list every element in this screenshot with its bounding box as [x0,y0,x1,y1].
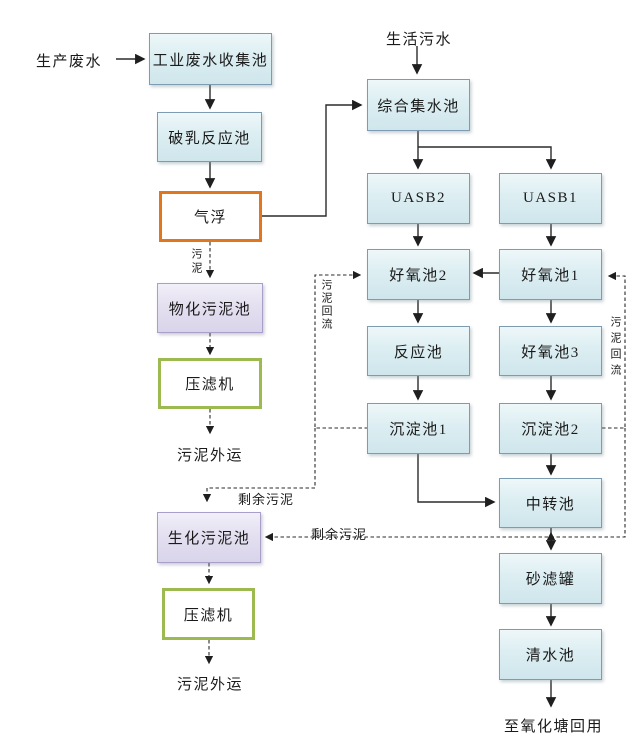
node-filter-press-1: 压滤机 [158,358,262,409]
node-sedimentation-2: 沉淀池2 [499,403,602,454]
node-clear-water: 清水池 [499,629,602,680]
node-aerobic-1: 好氧池1 [499,249,602,300]
label-domestic-sewage: 生活污水 [386,32,453,48]
label-excess-sludge-left: 剩余污泥 [238,492,295,507]
node-physicochemical-sludge: 物化污泥池 [157,283,263,333]
node-aerobic-3: 好氧池3 [499,326,602,376]
label-production-wastewater: 生产废水 [36,54,103,70]
node-uasb2: UASB2 [367,173,470,224]
label-excess-sludge-mid: 剩余污泥 [311,527,368,542]
label-sludge: 污泥 [190,248,202,276]
node-industrial-collection: 工业废水收集池 [149,33,272,85]
node-transfer: 中转池 [499,478,602,528]
label-sludge-outbound-2: 污泥外运 [177,677,244,693]
label-sludge-return-right: 污泥回流 [609,316,621,380]
node-air-flotation: 气浮 [159,191,262,242]
node-filter-press-2: 压滤机 [162,588,255,640]
label-sludge-return-left: 污泥回流 [320,279,332,331]
node-biochemical-sludge: 生化污泥池 [157,512,261,563]
label-sludge-outbound-1: 污泥外运 [177,448,244,464]
node-sand-filter: 砂滤罐 [499,553,602,604]
solid-flow-lines [116,46,557,708]
node-demulsification: 破乳反应池 [157,112,262,162]
label-to-oxidation-pond: 至氧化塘回用 [504,719,604,735]
node-aerobic-2: 好氧池2 [367,249,470,300]
dashed-sludge-lines [202,242,626,665]
node-comprehensive-collection: 综合集水池 [367,79,470,131]
node-reaction: 反应池 [367,326,470,376]
node-sedimentation-1: 沉淀池1 [367,403,470,454]
node-uasb1: UASB1 [499,173,602,224]
